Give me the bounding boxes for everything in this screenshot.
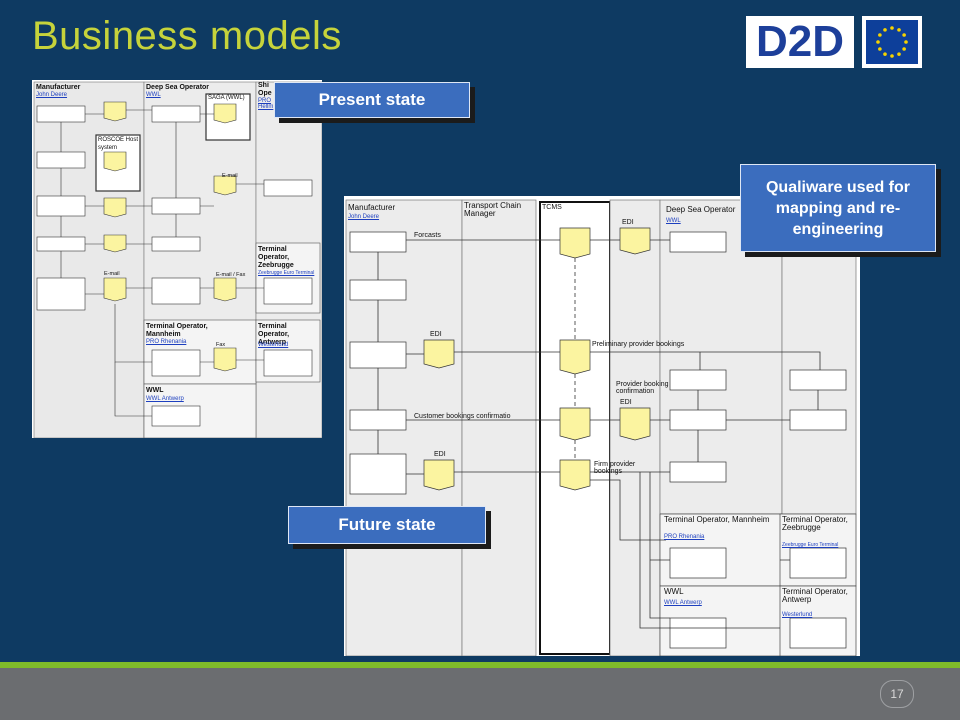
eu-flag [862,16,922,68]
present-lane-deepsea-title: Deep Sea Operator [146,84,210,91]
future-terminal-antwerp-title: Terminal Operator, Antwerp [782,587,848,604]
svg-text:EDI: EDI [434,451,446,458]
svg-text:confirmation: confirmation [616,388,654,395]
eu-star-icon [904,40,908,44]
present-state-diagram: E-mail E-mail E-mail / Fax Fax Manufactu… [32,80,322,438]
eu-star-icon [897,28,901,32]
present-lane-manufacturer-link[interactable]: John Deere [36,92,68,98]
present-state-label: Present state [274,82,470,118]
eu-star-icon [878,47,882,51]
svg-text:bookings: bookings [594,468,623,475]
logo-text: D2D [755,17,845,66]
future-terminal-antwerp-link[interactable]: Westerlund [782,612,813,618]
future-lane-manufacturer-title: Manufacturer [348,203,396,212]
svg-text:E-mail: E-mail [104,271,120,277]
present-terminal-mannheim-link[interactable]: PRO Rhenania [146,339,187,345]
eu-stars-icon [876,26,908,58]
present-terminal-antwerp-link[interactable]: Westerlund [258,342,289,348]
eu-star-icon [883,28,887,32]
svg-text:E-mail: E-mail [222,173,238,179]
d2d-logo: D2D [746,16,854,68]
present-system-roscoe: ROSCOE Host system [98,137,139,151]
present-lane-deepsea-link[interactable]: WWL [146,92,161,98]
slide-title: Business models [32,14,342,58]
svg-text:Forcasts: Forcasts [414,232,441,239]
svg-text:Preliminary provider bookings: Preliminary provider bookings [592,341,685,348]
present-terminal-zeebrugge-title: Terminal Operator, Zeebrugge [258,246,294,269]
svg-text:EDI: EDI [430,331,442,338]
svg-text:Customer bookings confirmatio: Customer bookings confirmatio [414,413,511,420]
eu-star-icon [890,26,894,30]
eu-star-icon [876,40,880,44]
future-lane-deepsea-link[interactable]: WWL [666,218,681,224]
page-number: 17 [880,680,914,708]
future-lane-manufacturer-link[interactable]: John Deere [348,214,380,220]
future-terminal-wwl-title: WWL [664,587,684,596]
qualiware-note: Qualiware used for mapping and re-engine… [740,164,936,252]
future-terminal-wwl-link[interactable]: WWL Antwerp [664,600,702,606]
green-divider [0,662,960,668]
future-lane-deepsea-title: Deep Sea Operator [666,205,736,214]
present-lane-shipping-title: Shi Ope [258,82,272,97]
svg-text:Firm provider: Firm provider [594,461,636,468]
eu-star-icon [890,54,894,58]
future-state-diagram: Forcasts EDI EDI EDI EDI Preliminary pro… [344,196,860,656]
eu-star-icon [883,52,887,56]
eu-star-icon [902,47,906,51]
future-lane-tcm-title: Transport Chain Manager [464,201,522,218]
present-terminal-wwl-link[interactable]: WWL Antwerp [146,396,184,402]
future-state-label: Future state [288,506,486,544]
footer-bar [0,668,960,720]
future-terminal-mannheim-link[interactable]: PRO Rhenania [664,534,705,540]
present-terminal-mannheim-title: Terminal Operator, Mannheim [146,323,208,338]
svg-text:Fax: Fax [216,342,225,348]
svg-text:EDI: EDI [620,399,632,406]
present-terminal-antwerp-title: Terminal Operator, Antwerp [258,323,290,346]
future-state-flowchart: Forcasts EDI EDI EDI EDI Preliminary pro… [344,196,860,656]
svg-text:EDI: EDI [622,219,634,226]
present-lane-manufacturer-title: Manufacturer [36,84,81,91]
eu-star-icon [897,52,901,56]
future-terminal-zeebrugge-link[interactable]: Zeebrugge Euro Terminal [782,542,839,548]
present-state-flowchart: E-mail E-mail E-mail / Fax Fax [32,80,322,438]
eu-star-icon [878,33,882,37]
present-terminal-zeebrugge-link[interactable]: Zeebrugge Euro Terminal [258,270,315,276]
svg-text:Provider booking: Provider booking [616,381,669,388]
svg-text:E-mail / Fax: E-mail / Fax [216,272,246,278]
future-terminal-zeebrugge-title: Terminal Operator, Zeebrugge [782,515,848,532]
eu-flag-field [866,20,918,64]
present-system-saga: SAGA (WWL) [208,95,245,101]
present-lane-shipping-link[interactable]: PRO Hellm [258,98,274,110]
future-lane-tcms-title: TCMS [542,204,562,211]
present-terminal-wwl-title: WWL [146,387,164,394]
eu-star-icon [902,33,906,37]
future-terminal-mannheim-title: Terminal Operator, Mannheim [664,515,770,524]
